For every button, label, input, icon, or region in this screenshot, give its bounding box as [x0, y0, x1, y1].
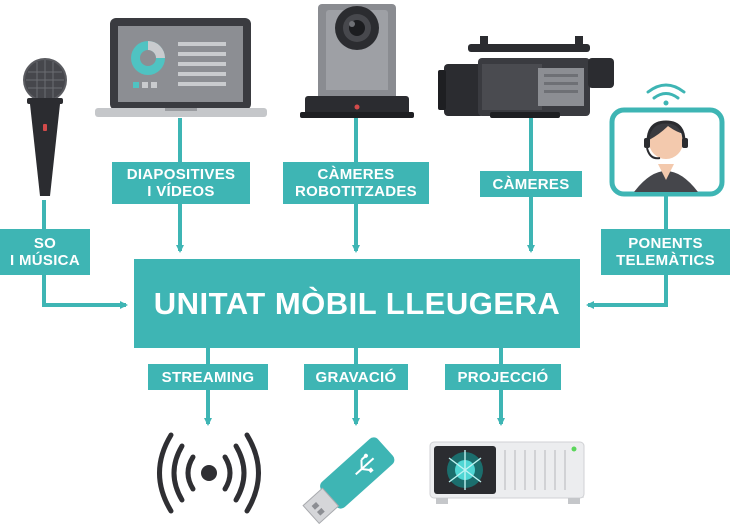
label-projeccio-text: PROJECCIÓ [457, 368, 549, 386]
label-cameres-line1: CÀMERES [492, 175, 570, 193]
label-streaming: STREAMING [148, 364, 268, 390]
wifi-icon [646, 83, 686, 100]
label-so-line1: SO [33, 235, 57, 252]
label-so-line2: I MÚSICA [10, 252, 80, 269]
label-ponents-line2: TELEMÀTICS [616, 252, 715, 269]
laptop-icon [95, 18, 267, 117]
label-gravacio-text: GRAVACIÓ [315, 368, 397, 386]
hub-unitat-mobil: UNITAT MÒBIL LLEUGERA [134, 259, 580, 348]
label-diapositives: DIAPOSITIVES I VÍDEOS [112, 162, 250, 204]
camcorder-icon [438, 36, 614, 118]
remote-speaker-icon [609, 83, 725, 197]
label-diapositives-line1: DIAPOSITIVES [126, 166, 236, 183]
label-cameres: CÀMERES [480, 171, 582, 197]
label-diapositives-line2: I VÍDEOS [147, 183, 215, 200]
robotic-camera-icon [300, 4, 414, 118]
projector-icon [429, 441, 585, 504]
label-gravacio: GRAVACIÓ [304, 364, 408, 390]
label-ponents-telematics: PONENTS TELEMÀTICS [601, 229, 730, 275]
usb-drive-icon [302, 437, 395, 524]
label-projeccio: PROJECCIÓ [445, 364, 561, 390]
microphone-icon [23, 58, 67, 196]
label-streaming-text: STREAMING [161, 368, 255, 386]
label-cameres-robotitzades: CÀMERES ROBOTITZADES [283, 162, 429, 204]
label-robotitzades-line1: CÀMERES [317, 166, 395, 183]
label-robotitzades-line2: ROBOTITZADES [295, 183, 417, 200]
streaming-signal-icon [157, 432, 261, 514]
label-ponents-line1: PONENTS [628, 235, 703, 252]
label-so-musica: SO I MÚSICA [0, 229, 90, 275]
